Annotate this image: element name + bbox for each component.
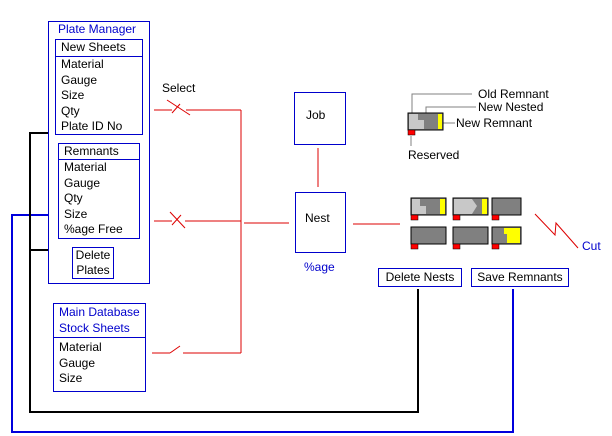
new-sheets-field: Material [61, 57, 104, 71]
main-database-header: Main Database Stock Sheets [54, 304, 145, 338]
main-database-title-1: Main Database [59, 305, 140, 319]
nested-sheet [410, 226, 447, 250]
new-sheets-panel: New Sheets Material Gauge Size Qty Plate… [55, 39, 143, 135]
job-label: Job [306, 108, 326, 122]
job-box: Job [294, 92, 346, 145]
main-database-field: Size [59, 371, 83, 385]
remnants-field: %age Free [64, 222, 123, 236]
remnants-field: Material [64, 160, 107, 174]
nested-sheet [452, 226, 489, 250]
nested-sheet [491, 197, 522, 221]
nested-sheet [491, 226, 522, 250]
nested-sheet [410, 197, 447, 221]
delete-nests-wire [29, 132, 419, 413]
remnants-field: Gauge [64, 175, 101, 190]
main-database-field: Gauge [59, 355, 96, 370]
delete-plates-line1: Delete [75, 248, 111, 262]
remnants-switch [169, 211, 186, 229]
save-remnants-button[interactable]: Save Remnants [471, 268, 569, 287]
main-db-switch [169, 345, 181, 354]
new-sheets-field: Size [61, 88, 85, 102]
leader-new-nested [425, 106, 476, 114]
main-database-title-2: Stock Sheets [59, 320, 130, 335]
remnants-panel: Remnants Material Gauge Qty Size %age Fr… [58, 143, 140, 239]
new-sheets-field: Plate ID No [61, 119, 123, 133]
select-label: Select [162, 81, 196, 95]
main-database-panel: Main Database Stock Sheets Material Gaug… [53, 303, 146, 392]
remnants-field: Size [64, 206, 88, 221]
delete-plates-line2: Plates [76, 263, 110, 277]
new-sheets-switch-x [171, 103, 181, 114]
legend-old-remnant: Old Remnant [478, 87, 549, 101]
plate-manager-title: Plate Manager [58, 22, 137, 36]
nested-sheet [452, 197, 489, 221]
legend-sheet [407, 112, 444, 136]
nest-box: Nest [295, 192, 346, 253]
nest-percentage-label: %age [304, 260, 335, 274]
main-database-field: Material [59, 340, 102, 354]
delete-plates-button[interactable]: Delete Plates [72, 247, 114, 279]
legend-reserved: Reserved [408, 148, 460, 162]
legend-new-remnant: New Remnant [456, 116, 533, 130]
new-sheets-field: Qty [61, 103, 80, 118]
nest-label: Nest [305, 211, 330, 225]
legend-new-nested: New Nested [478, 100, 544, 114]
remnants-switch-x [171, 214, 182, 226]
leader-old-remnant [411, 93, 472, 116]
new-sheets-switch [166, 99, 191, 116]
cut-icon [534, 213, 579, 249]
remnants-field: Qty [64, 191, 83, 205]
delete-nests-button[interactable]: Delete Nests [378, 268, 462, 287]
remnants-header: Remnants [59, 144, 139, 160]
new-sheets-header: New Sheets [56, 40, 142, 57]
new-sheets-field: Gauge [61, 72, 98, 87]
cut-label: Cut [582, 239, 601, 253]
save-remnants-wire [11, 214, 514, 433]
